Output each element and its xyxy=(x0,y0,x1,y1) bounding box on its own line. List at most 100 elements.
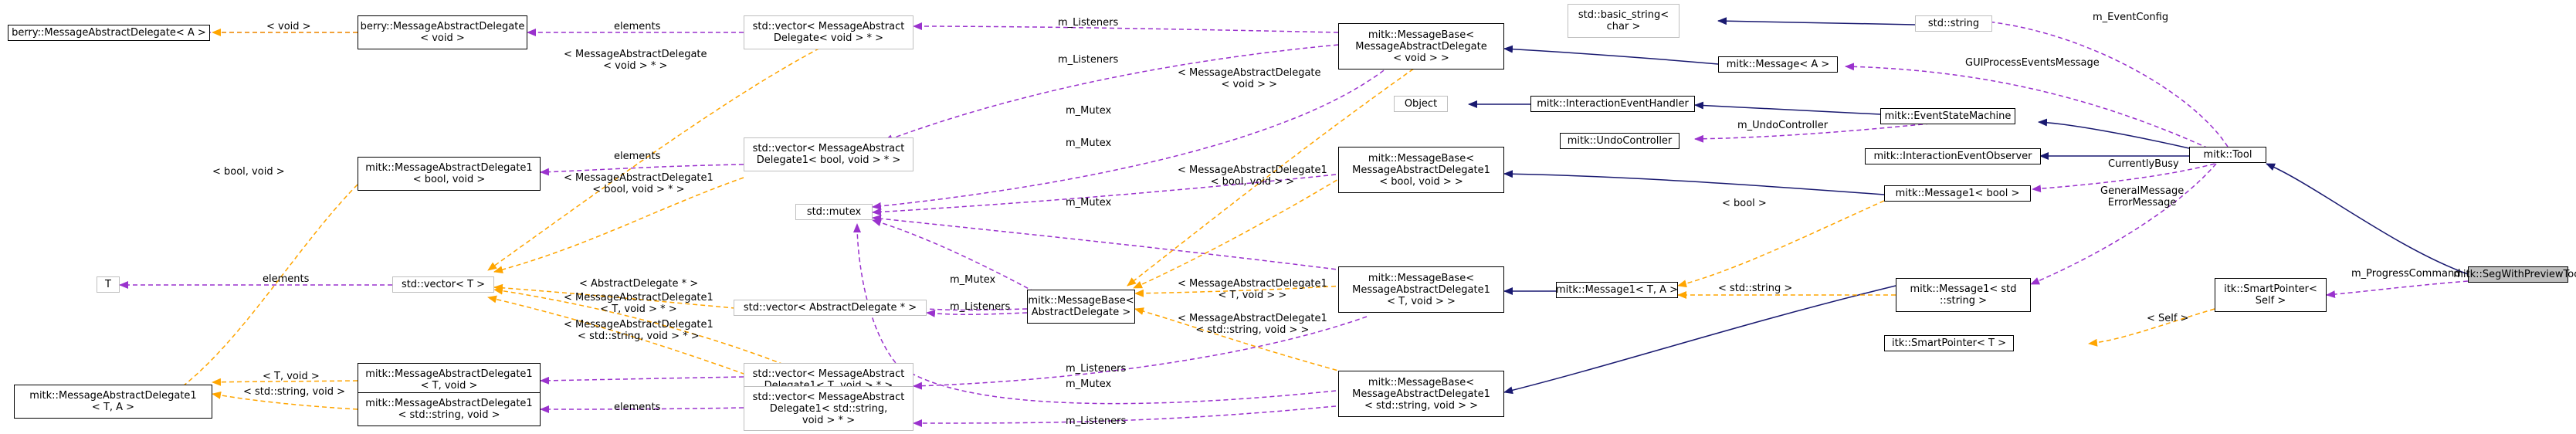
edge-mb-T-to-mutex xyxy=(872,215,1344,271)
node-vec-T[interactable]: std::vector< T > xyxy=(392,276,494,293)
edge-mb-abstract-to-mutex xyxy=(872,219,1035,293)
node-basic-string[interactable]: std::basic_string< char > xyxy=(1568,4,1679,38)
edge-mb-T-to-vec-mad1-T xyxy=(913,316,1368,390)
node-label-line2: Self > xyxy=(2255,295,2286,307)
node-mitk-message1-TA[interactable]: mitk::Message1< T, A > xyxy=(1556,282,1678,298)
node-mitk-message1-string[interactable]: mitk::Message1< std ::string > xyxy=(1896,278,2031,312)
node-label-line1: std::vector< MessageAbstract xyxy=(752,21,905,32)
edge-label: m_EventConfig xyxy=(2093,12,2169,23)
node-label-line1: mitk::MessageAbstractDelegate1 xyxy=(29,390,197,402)
edge-vec-mad1-string-tpl xyxy=(487,295,804,396)
node-mitk-tool[interactable]: mitk::Tool xyxy=(2189,147,2266,163)
node-vec-mad1-string[interactable]: std::vector< MessageAbstract Delegate1< … xyxy=(744,386,913,431)
node-mitk-mb-abstract[interactable]: mitk::MessageBase< AbstractDelegate > xyxy=(1027,290,1135,324)
node-interaction-event-handler[interactable]: mitk::InteractionEventHandler xyxy=(1530,96,1695,112)
node-interaction-event-observer[interactable]: mitk::InteractionEventObserver xyxy=(1865,148,2041,164)
node-label-line2: Delegate1< bool, void > * > xyxy=(756,154,901,166)
node-event-state-machine[interactable]: mitk::EventStateMachine xyxy=(1880,108,2015,124)
node-mad1-T-void[interactable]: mitk::MessageAbstractDelegate1 < T, void… xyxy=(358,363,541,397)
edge-label: < MessageAbstractDelegate1 < T, void > *… xyxy=(564,292,713,315)
node-label: mitk::UndoController xyxy=(1567,135,1673,147)
node-mad1-TA[interactable]: mitk::MessageAbstractDelegate1 < T, A > xyxy=(14,385,212,419)
node-berry-mad-void[interactable]: berry::MessageAbstractDelegate < void > xyxy=(358,15,527,49)
edge-label-line2: < T, void > * > xyxy=(600,303,677,315)
edge-label-line1: < MessageAbstractDelegate1 xyxy=(1178,313,1327,324)
edge-seg-to-tool xyxy=(2266,163,2469,275)
node-label-line1: std::vector< MessageAbstract xyxy=(752,143,905,154)
edge-label: < std::string, void > xyxy=(243,386,346,398)
node-label-line2: ::string > xyxy=(1939,295,1988,307)
edge-tool-to-message-A xyxy=(1845,63,2209,149)
node-std-string[interactable]: std::string xyxy=(1915,15,1992,32)
node-label: std::vector< T > xyxy=(401,279,486,290)
node-label-line2: MessageAbstractDelegate1 xyxy=(1352,283,1490,296)
node-vec-mad1-bool[interactable]: std::vector< MessageAbstract Delegate1< … xyxy=(744,137,913,171)
node-smart-ptr-self[interactable]: itk::SmartPointer< Self > xyxy=(2215,278,2327,312)
node-label-line2: < bool, void > xyxy=(412,174,486,185)
edge-label: m_Mutex xyxy=(1066,137,1112,149)
edge-label: < AbstractDelegate * > xyxy=(579,278,699,290)
node-berry-mad-A[interactable]: berry::MessageAbstractDelegate< A > xyxy=(8,25,210,41)
edge-label: m_Listeners xyxy=(1058,54,1119,66)
edge-vec-mad1-T-tpl xyxy=(493,287,785,365)
node-label-line3: < std::string, void > > xyxy=(1364,399,1479,412)
edge-vec-mad1-T-to-mad1-T xyxy=(540,376,744,385)
edge-mb-void-to-vec-bool xyxy=(883,44,1339,142)
node-label: mitk::Message< A > xyxy=(1726,59,1830,70)
node-vec-abstract-delegate[interactable]: std::vector< AbstractDelegate * > xyxy=(734,300,927,316)
node-label: std::string xyxy=(1927,18,1980,29)
node-mitk-mb-mad1-bool[interactable]: mitk::MessageBase< MessageAbstractDelega… xyxy=(1338,147,1504,193)
node-label-line2: MessageAbstractDelegate xyxy=(1355,40,1487,53)
node-seg-with-preview-tool[interactable]: mitk::SegWithPreviewTool xyxy=(2453,266,2576,283)
edge-label-line2: < std::string, void > > xyxy=(1195,324,1310,336)
node-label: mitk::EventStateMachine xyxy=(1884,110,2012,122)
node-mitk-message-A[interactable]: mitk::Message< A > xyxy=(1718,56,1838,73)
node-label-line3: void > * > xyxy=(802,414,856,426)
edge-message1-bool-to-mb xyxy=(1503,170,1885,195)
node-label: Object xyxy=(1404,98,1438,110)
edge-esm-to-interaction-event-handler xyxy=(1694,101,1881,115)
node-vec-mad-void[interactable]: std::vector< MessageAbstract Delegate< v… xyxy=(744,15,913,49)
edge-vec-abstract-to-mb-abstract xyxy=(926,308,1028,311)
edge-label: m_Listeners xyxy=(1058,17,1119,29)
edge-mb-bool-tpl xyxy=(1133,175,1344,289)
edge-message1-bool-tpl xyxy=(1677,200,1885,288)
node-mitk-mb-mad1-string[interactable]: mitk::MessageBase< MessageAbstractDelega… xyxy=(1338,371,1504,417)
edge-label: m_ProgressCommand xyxy=(2351,268,2461,280)
node-label-line2: < T, void > xyxy=(420,380,478,392)
node-undo-controller[interactable]: mitk::UndoController xyxy=(1560,133,1679,149)
node-label: mitk::SegWithPreviewTool xyxy=(2453,269,2576,280)
node-std-mutex[interactable]: std::mutex xyxy=(795,204,873,220)
node-label: itk::SmartPointer< T > xyxy=(1892,337,2006,349)
edge-label-line2: < bool, void > > xyxy=(1210,176,1295,188)
node-mad1-bool-void[interactable]: mitk::MessageAbstractDelegate1 < bool, v… xyxy=(358,157,541,191)
edge-label: m_Listeners xyxy=(1066,363,1127,375)
edge-label-line1: < MessageAbstractDelegate1 xyxy=(564,319,713,331)
edge-label: < MessageAbstractDelegate < void > * > xyxy=(564,49,707,72)
node-object[interactable]: Object xyxy=(1394,96,1448,112)
node-smart-ptr-T[interactable]: itk::SmartPointer< T > xyxy=(1884,335,2014,351)
node-mitk-mb-mad-void[interactable]: mitk::MessageBase< MessageAbstractDelega… xyxy=(1338,23,1504,70)
node-label-line2: AbstractDelegate > xyxy=(1031,307,1131,318)
node-label-line1: mitk::Message1< std xyxy=(1910,283,2017,295)
edge-label: < MessageAbstractDelegate1 < bool, void … xyxy=(1178,164,1327,188)
node-label: mitk::InteractionEventObserver xyxy=(1873,151,2032,162)
node-mad1-string-void[interactable]: mitk::MessageAbstractDelegate1 < std::st… xyxy=(358,392,541,426)
node-label-line1: itk::SmartPointer< xyxy=(2224,283,2317,295)
edge-tool-to-message1-string xyxy=(2030,163,2217,285)
edge-label: < MessageAbstractDelegate1 < std::string… xyxy=(564,319,713,342)
edge-mad1-string-void-tpl xyxy=(212,392,358,410)
node-mitk-message1-bool[interactable]: mitk::Message1< bool > xyxy=(1884,185,2031,202)
node-label-line1: mitk::MessageBase< xyxy=(1368,272,1475,284)
node-T[interactable]: T xyxy=(97,276,120,293)
node-mitk-mb-mad1-T[interactable]: mitk::MessageBase< MessageAbstractDelega… xyxy=(1338,266,1504,313)
edge-label: elements xyxy=(614,402,661,413)
edge-label: < MessageAbstractDelegate < void > > xyxy=(1178,67,1321,90)
edge-label-line1: < MessageAbstractDelegate xyxy=(564,49,707,60)
edge-label: < T, void > xyxy=(263,371,320,382)
node-label-line1: std::vector< MessageAbstract xyxy=(752,391,905,403)
node-label-line2: MessageAbstractDelegate1 xyxy=(1352,388,1490,400)
edge-label: < bool > xyxy=(1722,198,1767,209)
node-label-line2: Delegate< void > * > xyxy=(773,32,884,44)
